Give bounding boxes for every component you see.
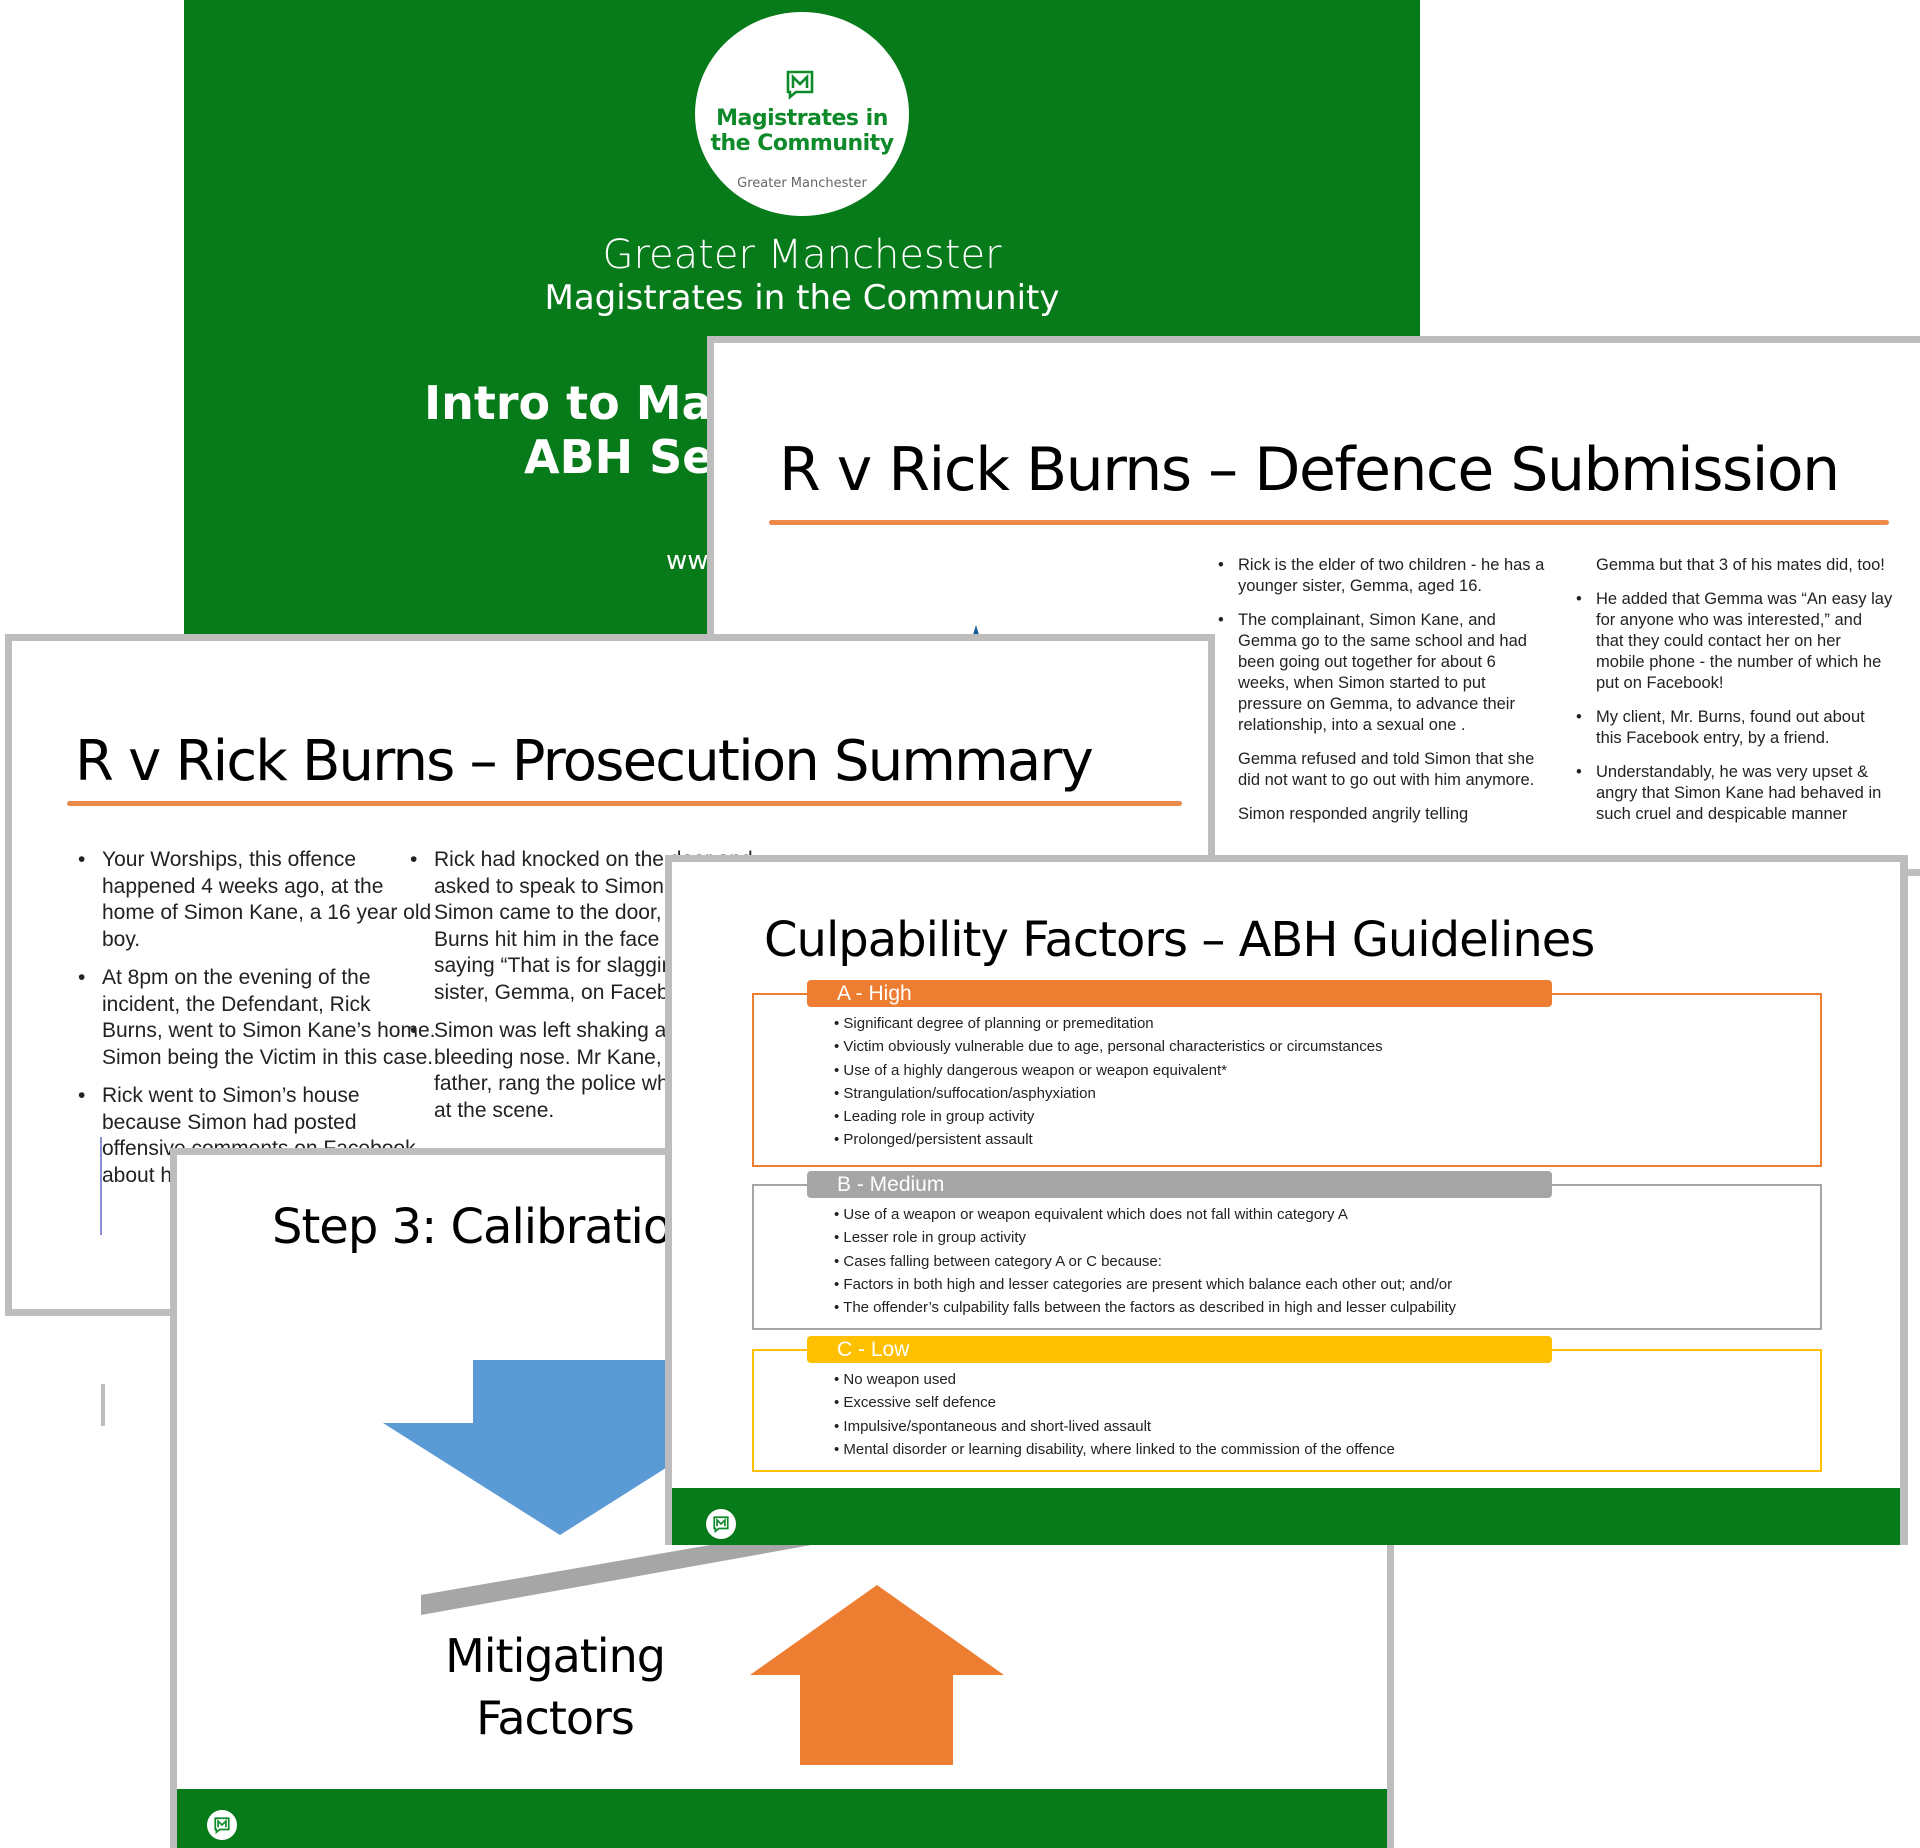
- slide-title: R v Rick Burns – Prosecution Summary: [75, 729, 1094, 794]
- category-label: A - High: [837, 982, 912, 1005]
- culpability-factor: Strangulation/suffocation/asphyxiation: [834, 1082, 1383, 1105]
- culpability-factor: Mental disorder or learning disability, …: [834, 1438, 1394, 1461]
- title-underline: [769, 520, 1889, 525]
- culpability-factor: Impulsive/spontaneous and short-lived as…: [834, 1415, 1395, 1438]
- logo-line-2: the Community: [710, 131, 894, 156]
- slide-title: Step 3: Calibration: [272, 1199, 702, 1255]
- culpability-factor: Prolonged/persistent assault: [834, 1128, 1383, 1151]
- culpability-factor: Cases falling between category A or C be…: [834, 1250, 1456, 1273]
- org-name-line-2: Magistrates in the Community: [544, 278, 1060, 318]
- bullet-item: He added that Gemma was “An easy lay for…: [1574, 589, 1894, 694]
- culpability-factor: Victim obviously vulnerable due to age, …: [834, 1035, 1382, 1058]
- bullet-item: My client, Mr. Burns, found out about th…: [1574, 707, 1894, 749]
- footer-logo: [207, 1810, 237, 1840]
- category-b-list: Use of a weapon or weapon equivalent whi…: [834, 1203, 1456, 1319]
- category-c-header: C - Low: [807, 1336, 1552, 1363]
- bullet-item: Simon responded angrily telling: [1238, 805, 1469, 823]
- culpability-factor: Significant degree of planning or premed…: [834, 1012, 1383, 1035]
- logo-subtitle: Greater Manchester: [737, 176, 867, 191]
- category-b-header: B - Medium: [807, 1171, 1552, 1198]
- culpability-factors-slide[interactable]: Culpability Factors – ABH Guidelines A -…: [665, 855, 1908, 1545]
- culpability-factor: The offender’s culpability falls between…: [834, 1296, 1456, 1319]
- website-link: ww: [666, 546, 709, 576]
- calibration-graphic: [383, 1360, 1057, 1765]
- presentation-title-line-2: ABH Se: [524, 430, 714, 484]
- text-cursor: [100, 1137, 102, 1235]
- footer-logo: [706, 1509, 736, 1539]
- magistrates-logo: Magistrates in the Community Greater Man…: [695, 12, 909, 216]
- culpability-factor: Use of a weapon or weapon equivalent whi…: [834, 1203, 1456, 1226]
- slide-title: Culpability Factors – ABH Guidelines: [764, 912, 1595, 968]
- culpability-factor: No weapon used: [834, 1368, 1395, 1391]
- slide-footer: [177, 1789, 1387, 1848]
- m-speech-bubble-icon: [214, 1817, 230, 1834]
- bullet-item: Your Worships, this offence happened 4 w…: [76, 847, 436, 953]
- presentation-title-line-1: Intro to Mag: [424, 376, 746, 430]
- category-a-list: Significant degree of planning or premed…: [834, 1012, 1383, 1152]
- mitigating-factors-label: Mitigating Factors: [425, 1625, 685, 1749]
- defence-column-2: Gemma but that 3 of his mates did, too! H…: [1574, 555, 1894, 838]
- title-underline: [67, 801, 1182, 806]
- mitigating-line-1: Mitigating: [445, 1629, 666, 1683]
- culpability-factor: Excessive self defence: [834, 1391, 1395, 1414]
- culpability-factor: Factors in both high and lesser categori…: [834, 1273, 1456, 1296]
- m-speech-bubble-icon: [786, 70, 814, 100]
- category-c-list: No weapon usedExcessive self defenceImpu…: [834, 1368, 1395, 1461]
- m-speech-bubble-icon: [713, 1516, 729, 1533]
- defence-column-1: Rick is the elder of two children - he h…: [1216, 555, 1546, 838]
- defence-submission-slide[interactable]: R v Rick Burns – Defence Submission Rick…: [707, 336, 1920, 876]
- slide-footer: [672, 1488, 1900, 1545]
- bullet-item: Gemma but that 3 of his mates did, too!: [1596, 556, 1885, 574]
- slide-title: R v Rick Burns – Defence Submission: [779, 435, 1840, 505]
- org-name-line-1: Greater Manchester: [602, 232, 1002, 278]
- logo-text: Magistrates in the Community: [695, 106, 909, 156]
- mitigating-line-2: Factors: [476, 1691, 635, 1745]
- culpability-factor: Leading role in group activity: [834, 1105, 1383, 1128]
- step3-calibration-slide[interactable]: Step 3: Calibration Mitigating Factors: [170, 1148, 1394, 1848]
- bullet-item: The complainant, Simon Kane, and Gemma g…: [1216, 610, 1546, 736]
- arrow-tip-icon: [971, 625, 981, 641]
- bullet-item: Rick is the elder of two children - he h…: [1216, 555, 1546, 597]
- culpability-factor: Use of a highly dangerous weapon or weap…: [834, 1059, 1383, 1082]
- category-a-header: A - High: [807, 980, 1552, 1007]
- up-arrow-icon: [750, 1585, 1004, 1765]
- stray-mark: [101, 1384, 105, 1426]
- bullet-item: Understandably, he was very upset & angr…: [1574, 762, 1894, 825]
- logo-line-1: Magistrates in: [716, 106, 888, 131]
- bullet-item: Gemma refused and told Simon that she di…: [1238, 750, 1535, 789]
- culpability-factor: Lesser role in group activity: [834, 1226, 1456, 1249]
- down-arrow-icon: [383, 1360, 737, 1535]
- category-label: B - Medium: [837, 1173, 945, 1196]
- bullet-item: At 8pm on the evening of the incident, t…: [76, 965, 436, 1071]
- category-label: C - Low: [837, 1338, 910, 1361]
